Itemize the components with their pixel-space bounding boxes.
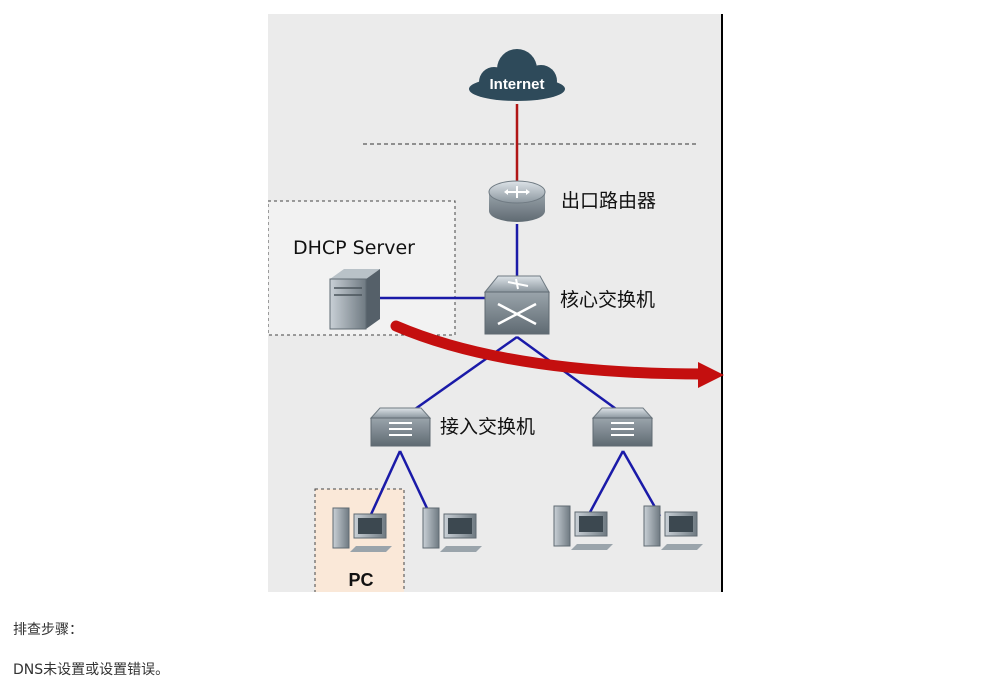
- internet-label: Internet: [489, 76, 544, 93]
- troubleshooting-steps-heading: 排查步骤：: [13, 622, 83, 638]
- pc-2-icon: [422, 507, 482, 552]
- core-access-link-2: [516, 335, 624, 416]
- access2-pc4-link: [621, 450, 662, 517]
- traffic-arrow: [390, 320, 709, 380]
- router-icon: [488, 180, 546, 222]
- access-switch-label: 接入交换机: [440, 416, 535, 438]
- network-topology-diagram: Internet 出口路由器 核心交换机 DHCP Server 接入交换机: [268, 14, 724, 592]
- pc-label: PC: [348, 570, 373, 590]
- pc-highlight-area: [314, 488, 405, 592]
- pc-3-icon: [553, 505, 613, 550]
- core-switch-icon: [483, 275, 550, 335]
- router-label: 出口路由器: [561, 190, 656, 212]
- internet-cloud-icon: [469, 49, 565, 101]
- access-switch-1-icon: [369, 407, 432, 447]
- core-switch-label: 核心交换机: [560, 289, 655, 311]
- pc-4-icon: [643, 505, 703, 550]
- troubleshooting-step-1: DNS未设置或设置错误。: [13, 662, 170, 678]
- dhcp-server-label: DHCP Server: [293, 237, 415, 259]
- pc-1-icon: [332, 507, 392, 552]
- traffic-arrow-head: [698, 362, 724, 388]
- access1-pc1-link: [366, 450, 402, 522]
- core-access-link-1: [407, 335, 518, 416]
- server-icon: [329, 269, 380, 330]
- access-switch-2-icon: [591, 407, 654, 447]
- access2-pc3-link: [586, 450, 625, 517]
